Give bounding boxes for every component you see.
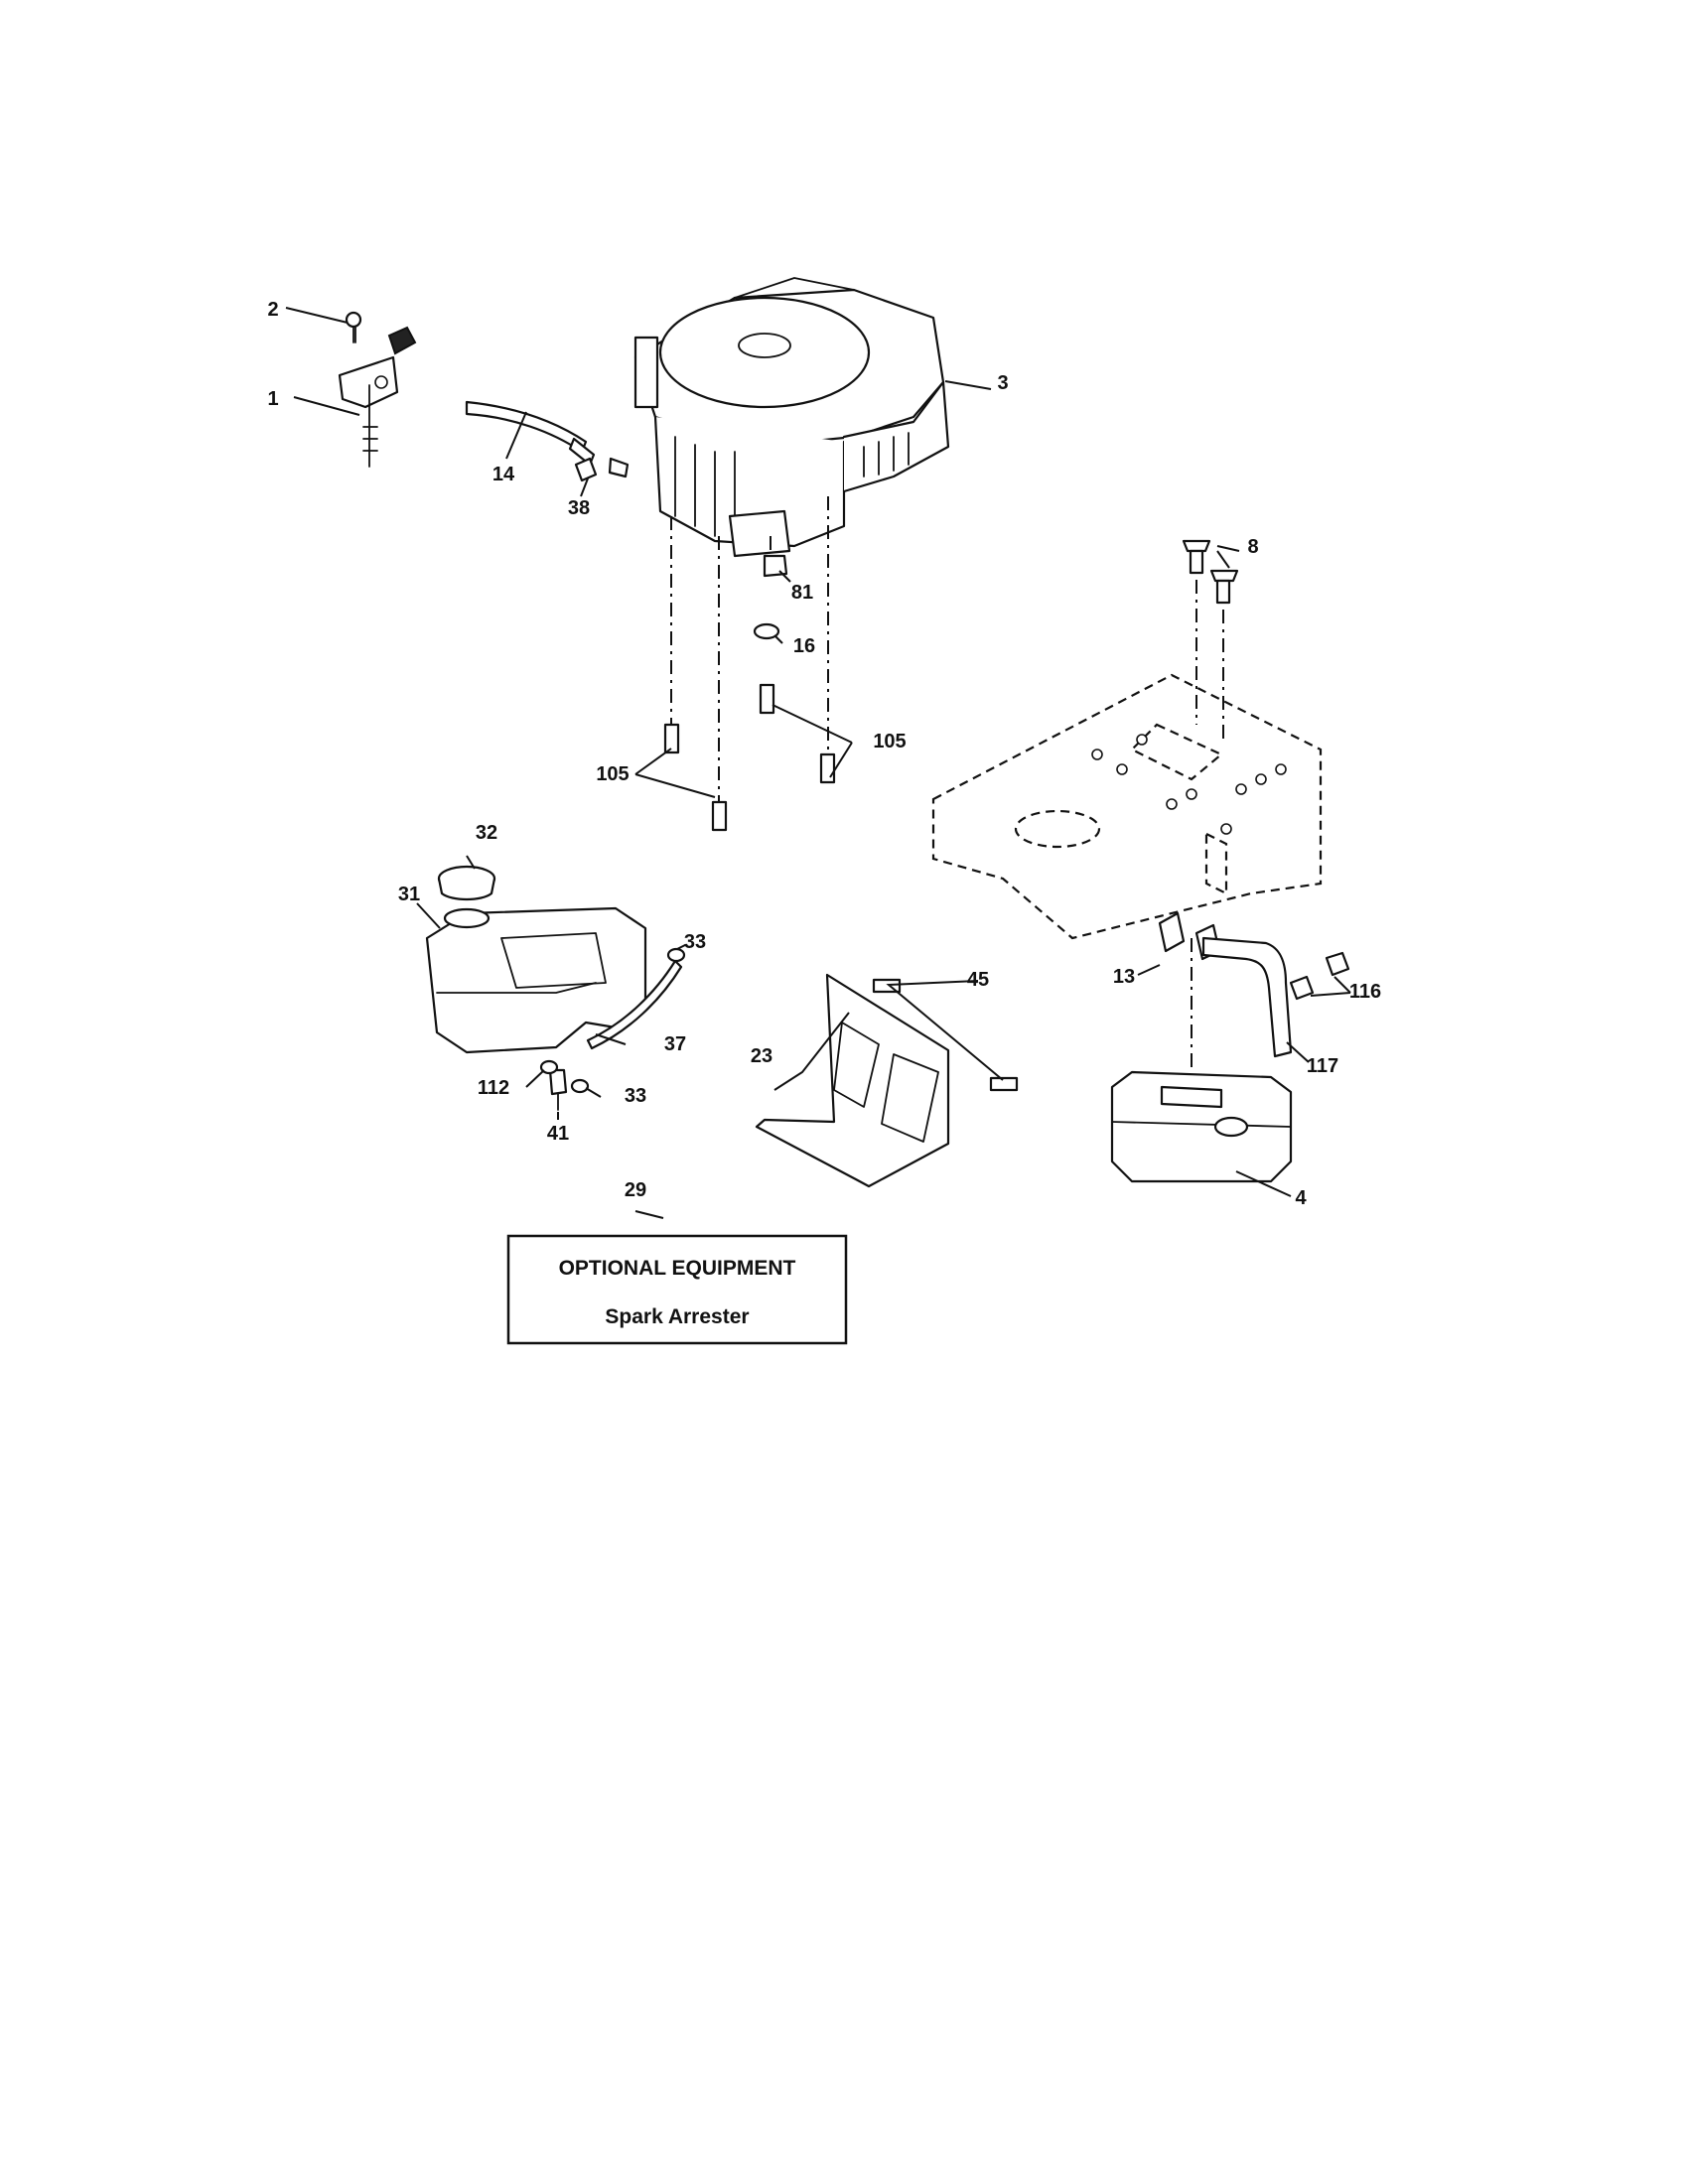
callout-4: 4	[1295, 1187, 1307, 1209]
grommet-part-112	[539, 1059, 559, 1075]
fuel-tank-part-31	[425, 906, 647, 1054]
callout-116: 116	[1349, 981, 1381, 1003]
callout-105-left: 105	[596, 763, 629, 785]
fuel-cap-part-32	[437, 865, 496, 901]
optional-equipment-title: OPTIONAL EQUIPMENT	[559, 1257, 796, 1280]
callout-16: 16	[793, 635, 815, 657]
exhaust-pipe-part-117	[1201, 936, 1293, 1058]
callout-32: 32	[476, 822, 497, 844]
callout-105-right: 105	[873, 731, 906, 752]
fasteners-group	[663, 496, 836, 832]
callout-31: 31	[398, 884, 420, 905]
chassis-frame	[931, 673, 1323, 940]
callout-38: 38	[568, 497, 590, 519]
screw-part-2	[345, 311, 362, 343]
callout-labels: 1 2 3 4 8 13 14 16 23 29 31 32 33 33 37 …	[267, 299, 1381, 1209]
callout-45: 45	[967, 969, 989, 991]
callout-1: 1	[267, 388, 278, 410]
heat-shield-part-23	[755, 973, 950, 1188]
callout-33-top: 33	[684, 931, 706, 953]
callout-33-bottom: 33	[625, 1085, 646, 1107]
clamp-part-38	[574, 457, 630, 482]
callout-2: 2	[267, 299, 278, 321]
engine-part	[633, 277, 950, 558]
bolts-part-8	[1182, 539, 1239, 740]
fuel-line-part	[465, 400, 596, 467]
nuts-part-116	[1289, 951, 1350, 1001]
throttle-control-part	[338, 326, 417, 468]
callout-117: 117	[1307, 1055, 1338, 1077]
muffler-part-4	[1110, 938, 1293, 1183]
leader-lines	[285, 307, 1351, 1219]
callout-29: 29	[625, 1179, 646, 1201]
callout-14: 14	[492, 464, 515, 485]
callout-41: 41	[547, 1123, 569, 1145]
optional-equipment-box: OPTIONAL EQUIPMENT Spark Arrester	[506, 1234, 848, 1345]
callout-3: 3	[997, 372, 1008, 394]
bushing-part-33	[570, 947, 686, 1094]
callout-13: 13	[1113, 966, 1135, 988]
callout-8: 8	[1247, 536, 1258, 558]
callout-81: 81	[791, 582, 813, 604]
fuel-hose-part-37	[586, 959, 683, 1050]
callout-37: 37	[664, 1033, 686, 1055]
callout-23: 23	[751, 1045, 772, 1067]
callout-112: 112	[478, 1077, 509, 1099]
valve-part-41	[548, 1068, 568, 1111]
optional-equipment-item: Spark Arrester	[605, 1305, 749, 1328]
